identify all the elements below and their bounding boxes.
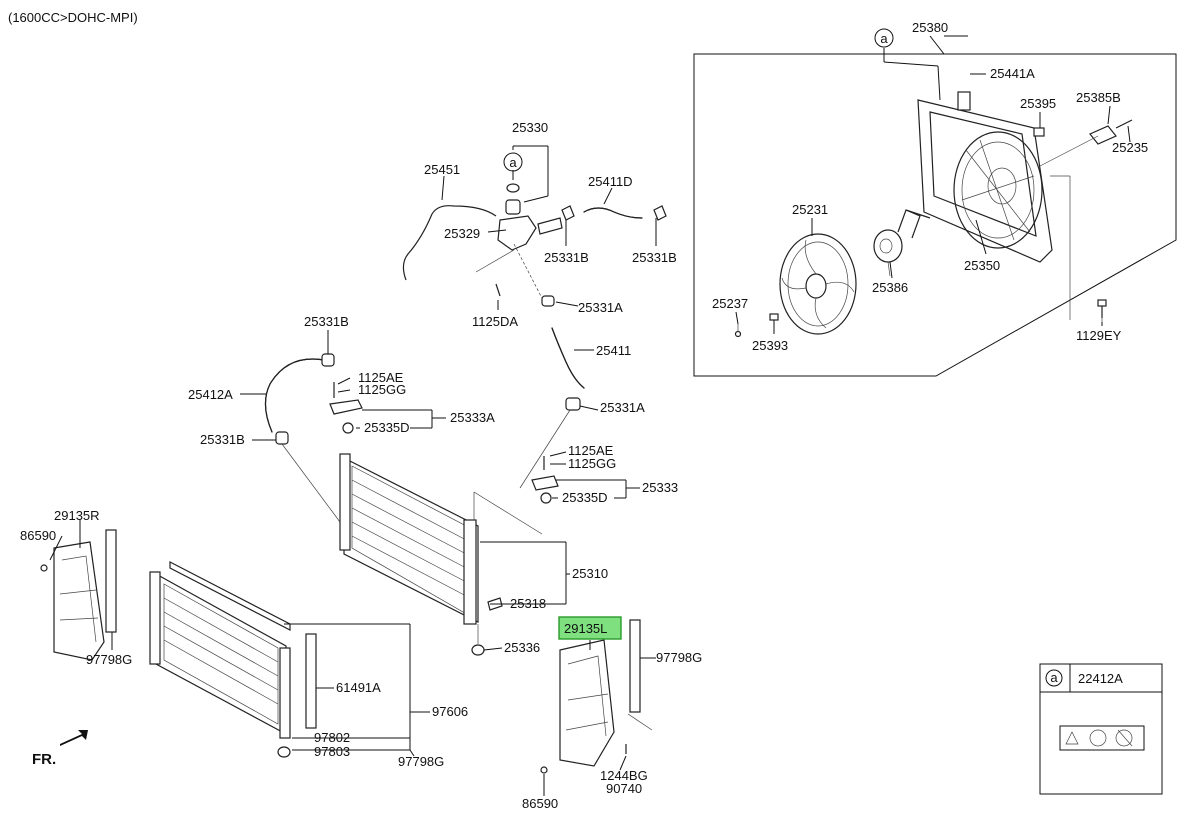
part-25411[interactable]: 25411 [596, 343, 631, 358]
part-25331b-right[interactable]: 25331B [632, 250, 677, 265]
part-25395[interactable]: 25395 [1020, 96, 1056, 111]
svg-text:a: a [509, 155, 517, 170]
part-86590-bottom[interactable]: 86590 [522, 796, 558, 811]
callout-a-top: a [874, 28, 894, 48]
front-marker: FR. [32, 751, 56, 768]
part-1125gg-left[interactable]: 1125GG [358, 382, 406, 397]
part-97606[interactable]: 97606 [432, 704, 468, 719]
hose-25412a-drawing [264, 353, 363, 523]
part-25333a[interactable]: 25333A [450, 410, 495, 425]
fan-assembly-frame [693, 35, 1177, 377]
part-25335d-left[interactable]: 25335D [364, 420, 410, 435]
part-25329[interactable]: 25329 [444, 226, 480, 241]
part-97803[interactable]: 97803 [314, 744, 350, 759]
part-1125ae-right[interactable]: 1125AE [568, 443, 614, 458]
part-25335d-right[interactable]: 25335D [562, 490, 608, 505]
front-arrow-icon [60, 730, 88, 746]
part-25331b-left[interactable]: 25331B [304, 314, 349, 329]
part-97798g-right[interactable]: 97798G [656, 650, 702, 665]
part-86590-left[interactable]: 86590 [20, 528, 56, 543]
part-25331b-top[interactable]: 25331B [544, 250, 589, 265]
svg-text:a: a [880, 31, 888, 46]
part-25386[interactable]: 25386 [872, 280, 908, 295]
fan-motor-drawing [734, 209, 931, 338]
part-1125gg-right[interactable]: 1125GG [568, 456, 616, 471]
part-25336[interactable]: 25336 [504, 640, 540, 655]
part-25393[interactable]: 25393 [752, 338, 788, 353]
caution-label-icon [1059, 725, 1145, 751]
part-labels: 25380 25441A 25395 25385B 25235 25231 25… [20, 20, 1148, 811]
callout-a-hose: a [503, 152, 523, 172]
engine-note: (1600CC>DOHC-MPI) [8, 10, 138, 25]
part-25441a[interactable]: 25441A [990, 66, 1035, 81]
part-25237[interactable]: 25237 [712, 296, 748, 311]
part-25331b-lower[interactable]: 25331B [200, 432, 245, 447]
fan-blade-drawing [779, 233, 857, 335]
fan-shroud-drawing [917, 91, 1133, 322]
part-90740[interactable]: 90740 [606, 781, 642, 796]
legend-marker: a [1050, 670, 1058, 685]
part-97802[interactable]: 97802 [314, 730, 350, 745]
part-25310[interactable]: 25310 [572, 566, 608, 581]
leader-lines [49, 73, 1131, 796]
radiator-drawing [339, 453, 567, 656]
legend-part-22412a[interactable]: 22412A [1078, 671, 1123, 686]
part-25411d[interactable]: 25411D [588, 174, 633, 189]
part-25385b[interactable]: 25385B [1076, 90, 1121, 105]
part-97798g-left[interactable]: 97798G [86, 652, 132, 667]
part-25350[interactable]: 25350 [964, 258, 1000, 273]
part-1129ey[interactable]: 1129EY [1076, 328, 1122, 343]
part-1125da[interactable]: 1125DA [472, 314, 518, 329]
part-1244bg[interactable]: 1244BG [600, 768, 648, 783]
part-25331a-lower[interactable]: 25331A [600, 400, 645, 415]
part-25333[interactable]: 25333 [642, 480, 678, 495]
part-25331a-top[interactable]: 25331A [578, 300, 623, 315]
hoses-upper-drawing [402, 145, 667, 489]
part-25235[interactable]: 25235 [1112, 140, 1148, 155]
part-25330[interactable]: 25330 [512, 120, 548, 135]
part-29135l[interactable]: 29135L [564, 621, 607, 636]
part-97798g-bottom[interactable]: 97798G [398, 754, 444, 769]
part-61491a[interactable]: 61491A [336, 680, 381, 695]
part-25231[interactable]: 25231 [792, 202, 828, 217]
air-guard-right-drawing [40, 520, 117, 661]
part-29135r[interactable]: 29135R [54, 508, 100, 523]
part-25318[interactable]: 25318 [510, 596, 546, 611]
part-25412a[interactable]: 25412A [188, 387, 233, 402]
part-25380[interactable]: 25380 [912, 20, 948, 35]
legend-box: a 22412A [1039, 663, 1163, 795]
condenser-drawing [149, 561, 411, 758]
highlight-box [558, 616, 622, 640]
part-1125ae-left[interactable]: 1125AE [358, 370, 404, 385]
part-25451[interactable]: 25451 [424, 162, 460, 177]
air-guard-left-drawing [540, 619, 653, 774]
